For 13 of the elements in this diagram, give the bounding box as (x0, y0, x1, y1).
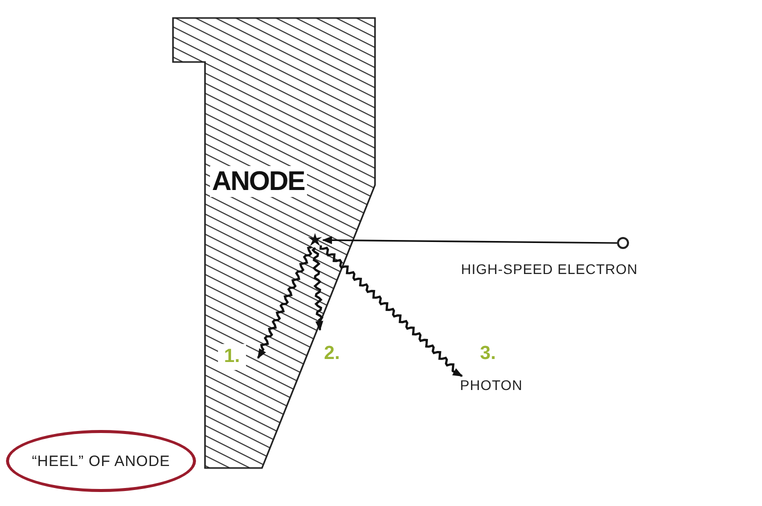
wavy-arrow (319, 245, 463, 377)
electron-label: HIGH-SPEED ELECTRON (461, 261, 638, 277)
callout-text: “HEEL” OF ANODE (32, 452, 170, 470)
impact-spot-icon (308, 233, 322, 247)
anode-label: ANODE (210, 166, 307, 197)
anode-drawing (172, 16, 378, 471)
wavy-arrow (257, 246, 312, 359)
arrow (322, 236, 617, 244)
photon-label: PHOTON (460, 377, 523, 393)
wavy-arrow (311, 247, 324, 331)
callout-ellipse (6, 430, 196, 492)
edge-label: 1. (218, 344, 246, 370)
electron-source-circle (617, 237, 629, 249)
